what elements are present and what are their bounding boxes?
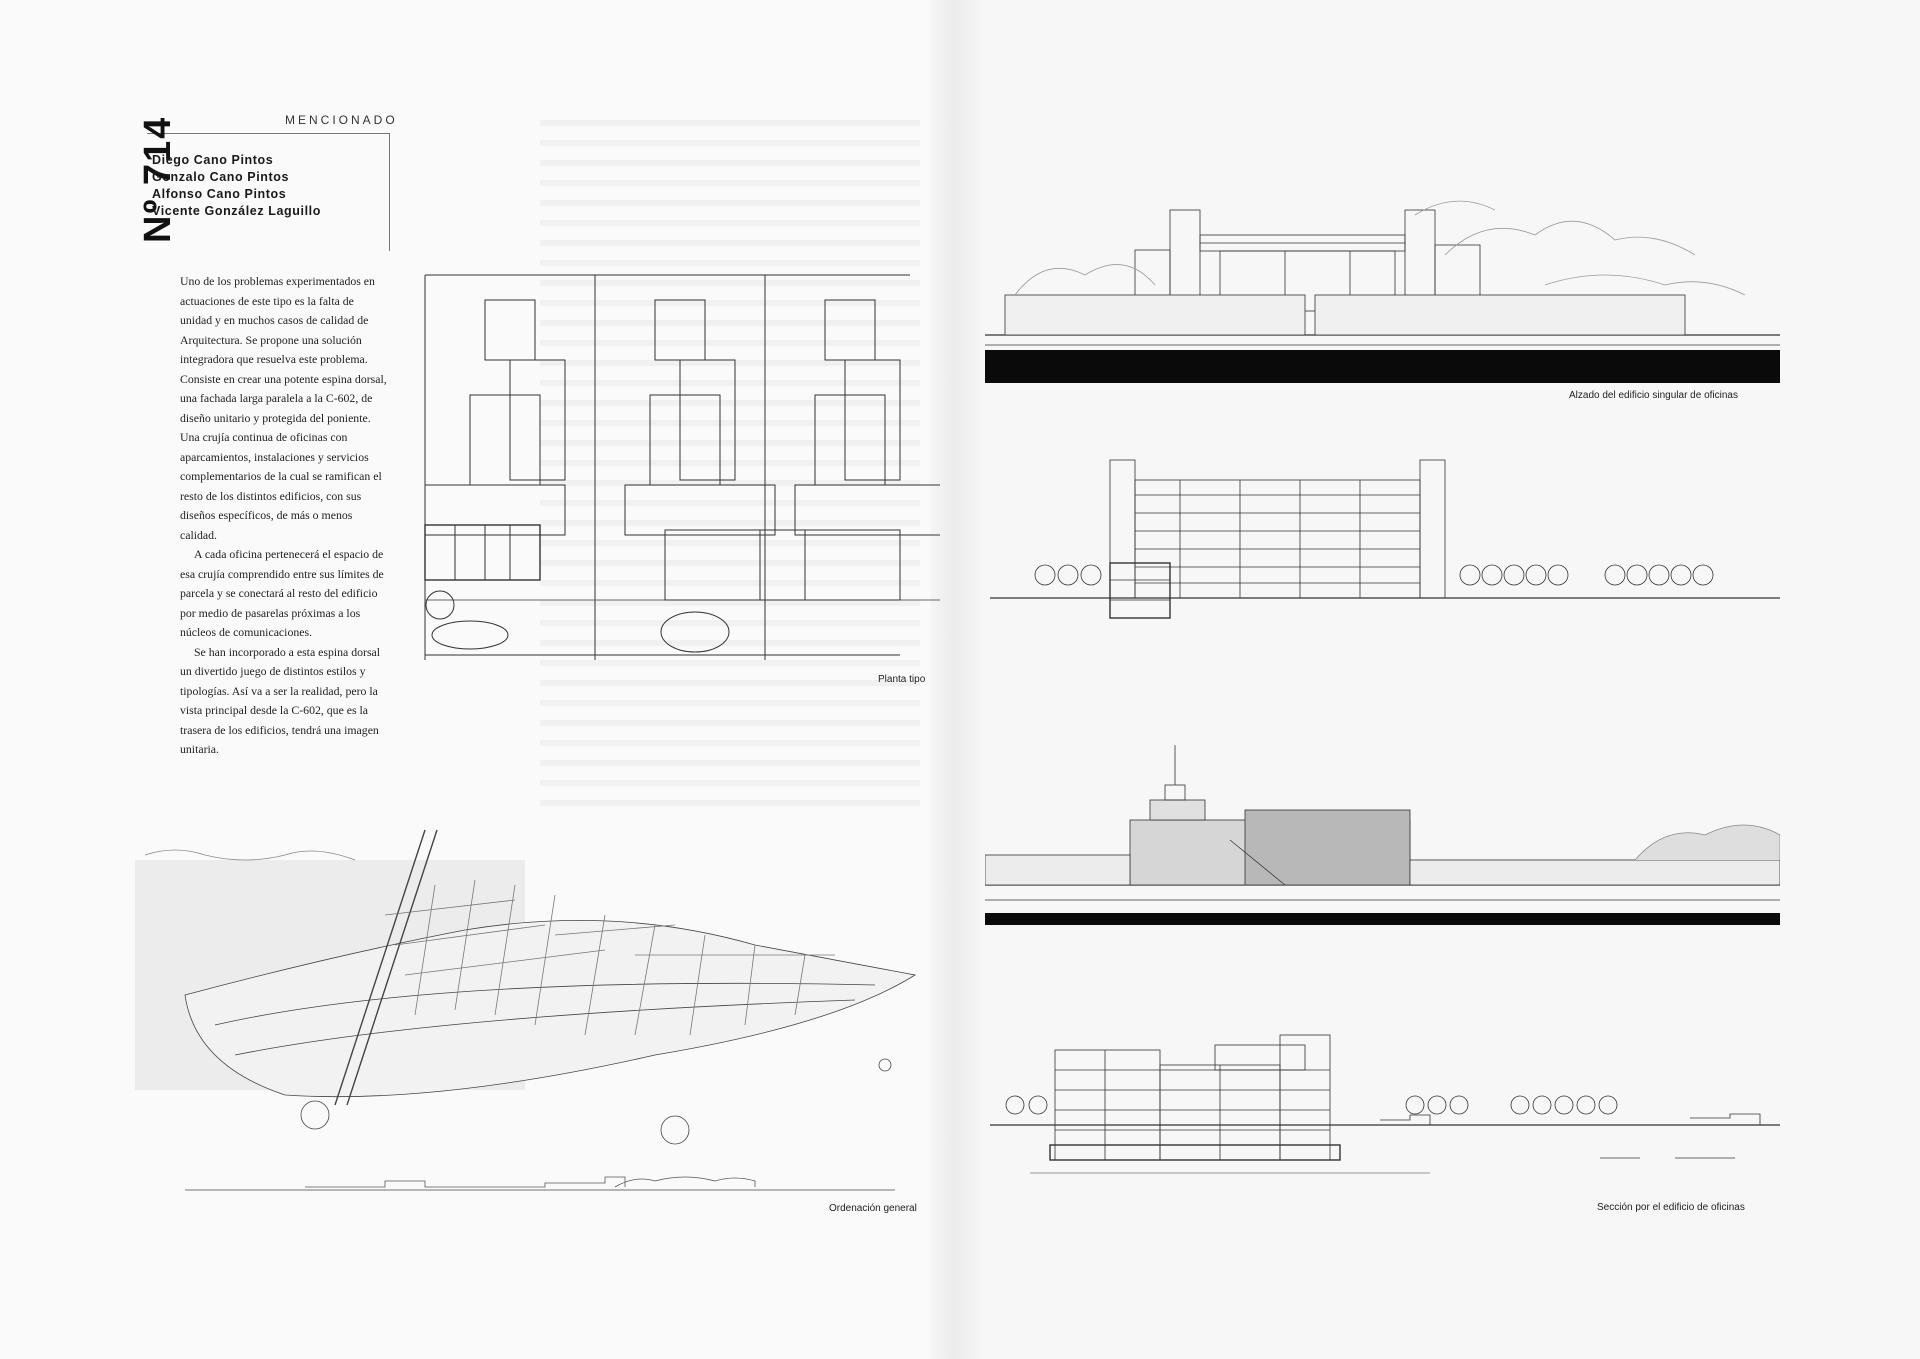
- header-rule-vertical: [389, 133, 390, 251]
- office-section-drawing: [990, 1010, 1780, 1180]
- author-name: Alfonso Cano Pintos: [152, 187, 287, 201]
- site-plan-caption: Ordenación general: [829, 1203, 917, 1214]
- description-paragraph: Uno de los problemas experimentados en a…: [180, 274, 387, 542]
- elevation-drawing: [985, 195, 1780, 385]
- author-name: Gonzalo Cano Pintos: [152, 170, 290, 184]
- description-paragraph: A cada oficina pertenecerá el espacio de…: [180, 547, 384, 639]
- left-page: [0, 0, 955, 1359]
- author-list: Diego Cano Pintos Gonzalo Cano Pintos Al…: [152, 152, 321, 220]
- plan-caption: Planta tipo: [878, 674, 926, 685]
- right-page: [955, 0, 1920, 1359]
- site-plan-drawing: [135, 825, 935, 1195]
- author-name: Vicente González Laguillo: [152, 204, 321, 218]
- floor-plan-drawing: [420, 270, 940, 670]
- header-rule: [147, 133, 390, 134]
- elevation-caption: Alzado del edificio singular de oficinas: [1569, 390, 1738, 401]
- section-label: MENCIONADO: [285, 113, 398, 127]
- rendered-section-drawing: [985, 740, 1780, 930]
- show-through-text: [540, 120, 920, 820]
- page-gutter: [930, 0, 980, 1359]
- project-description: Uno de los problemas experimentados en a…: [180, 272, 387, 760]
- author-name: Diego Cano Pintos: [152, 153, 274, 167]
- cross-section-drawing: [990, 455, 1780, 625]
- description-paragraph: Se han incorporado a esta espina dorsal …: [180, 644, 381, 757]
- section-caption: Sección por el edificio de oficinas: [1597, 1202, 1745, 1213]
